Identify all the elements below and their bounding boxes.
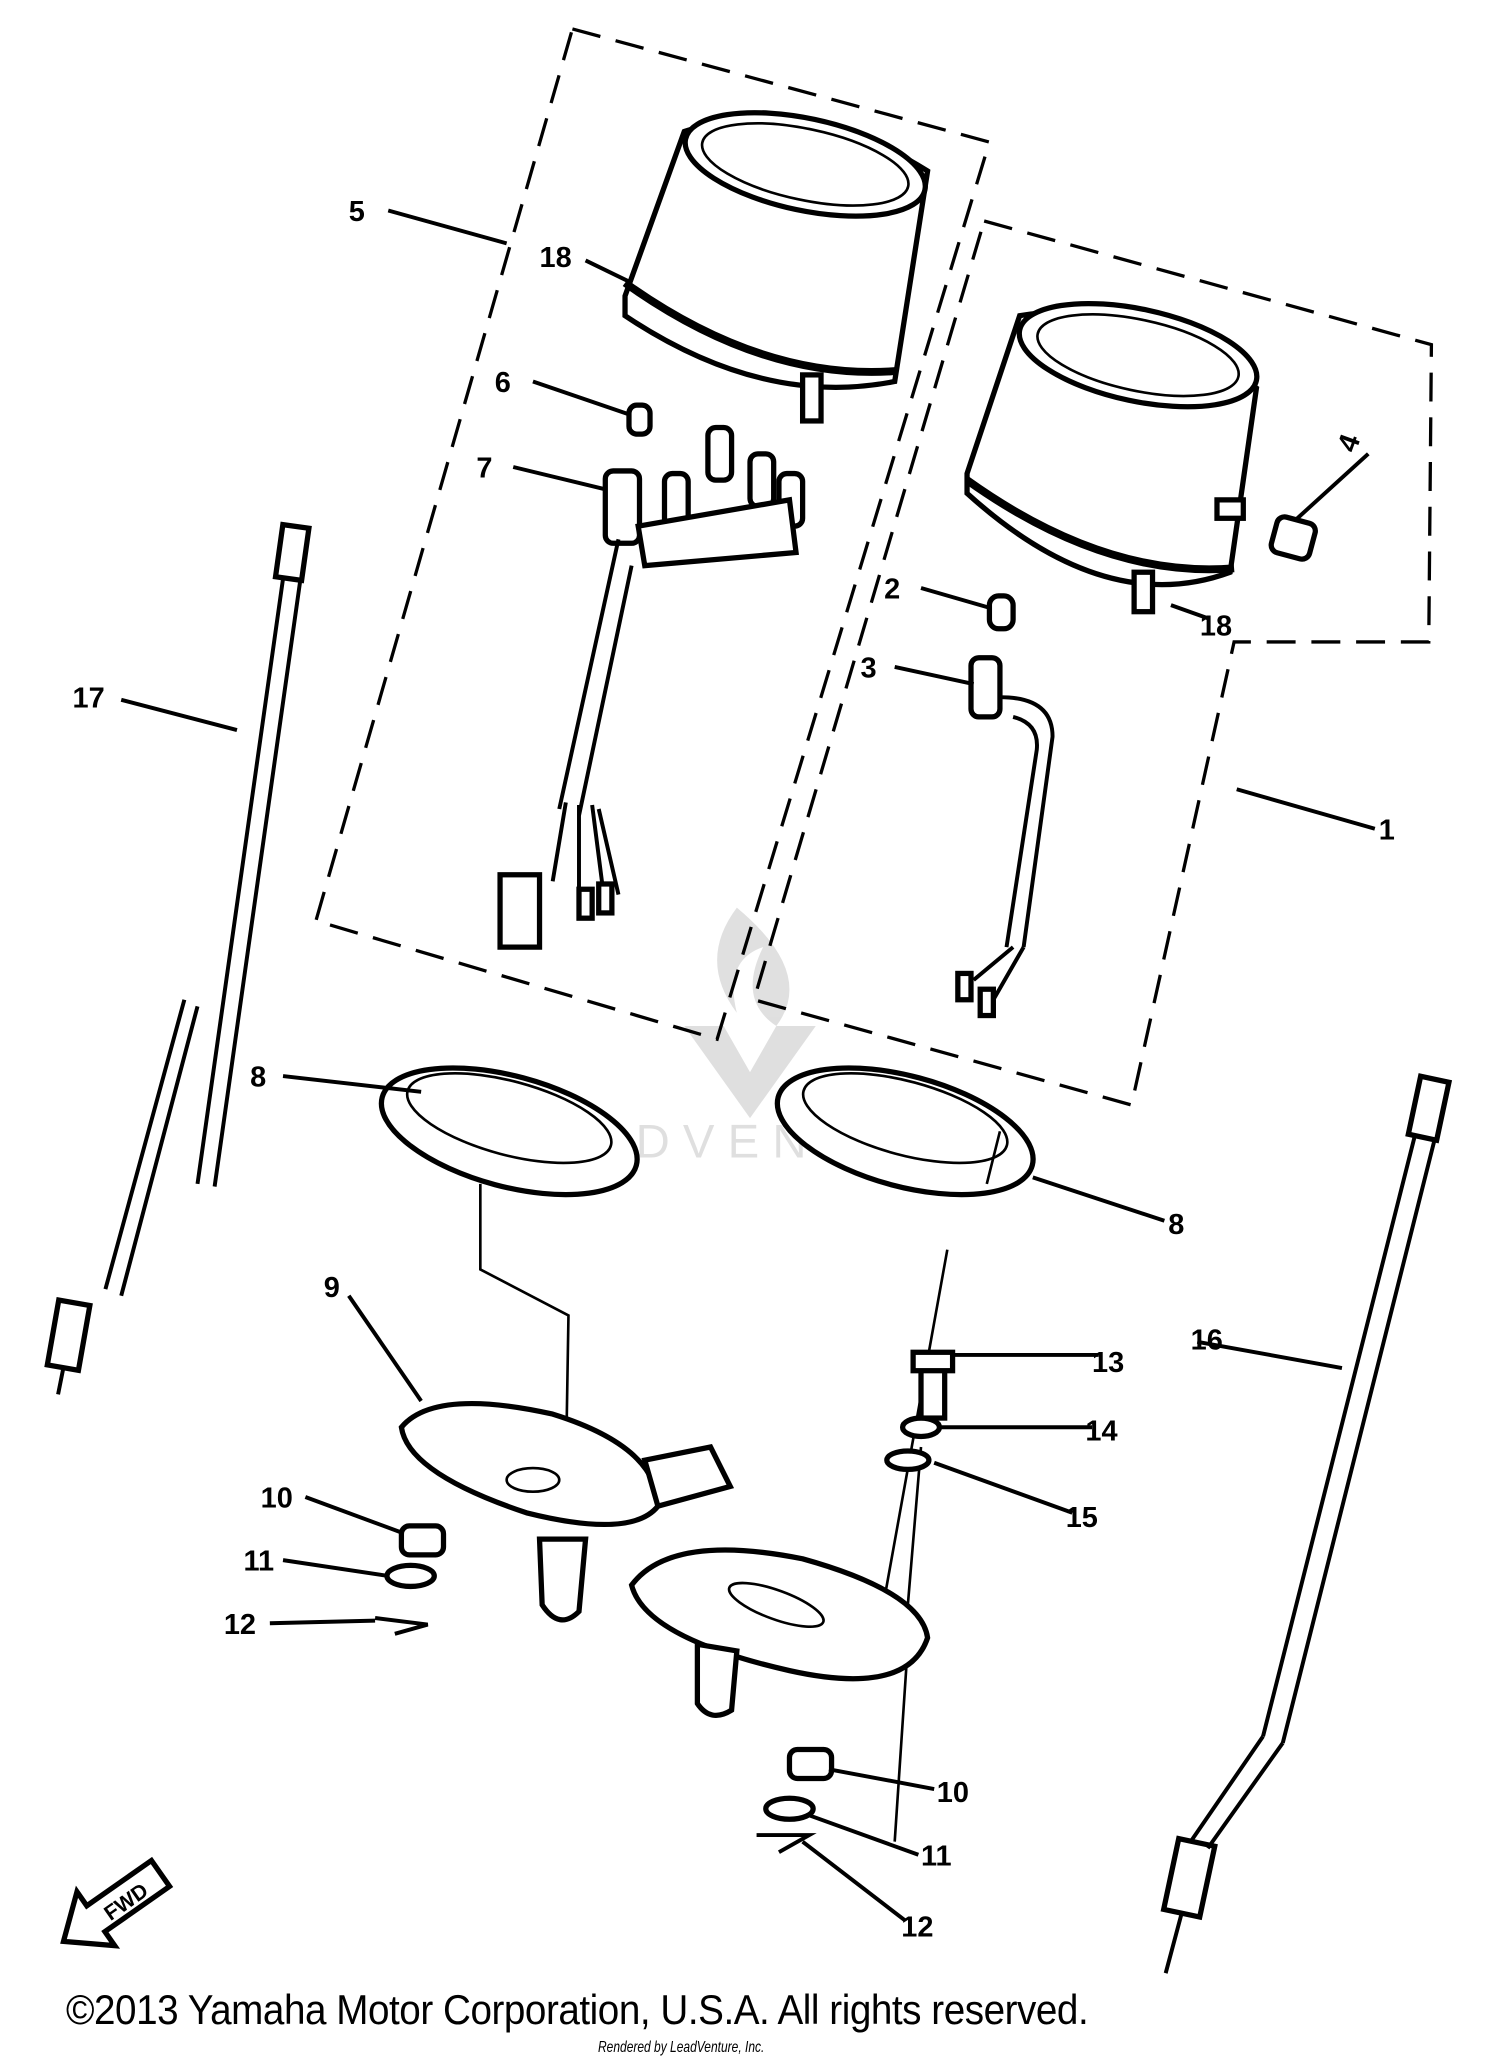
speedometer-gauge (964, 300, 1260, 615)
callout-5: 5 (349, 196, 365, 228)
tachometer-wiring-harness (497, 402, 806, 950)
callout-7: 7 (476, 453, 492, 485)
callout-18-left: 18 (540, 242, 572, 274)
plain-washer (884, 1448, 932, 1472)
tachometer-gauge (622, 110, 931, 424)
reset-knob (1268, 514, 1318, 562)
callout-4: 4 (1332, 430, 1368, 456)
gauge-cushion-right (774, 1065, 1036, 1198)
callout-3: 3 (860, 652, 876, 684)
forward-arrow: FWD (60, 1856, 174, 1949)
copyright-notice: ©2013 Yamaha Motor Corporation, U.S.A. A… (66, 1986, 1089, 2033)
speedometer-cable (1160, 1073, 1453, 1974)
tachometer-assembly-boundary (313, 26, 992, 1042)
callout-9: 9 (324, 1272, 340, 1304)
callout-11-left: 11 (244, 1546, 275, 1578)
washer-right (763, 1795, 816, 1822)
meter-bracket (398, 1400, 931, 1718)
callout-2: 2 (884, 574, 900, 606)
nut-clip-left (374, 1616, 429, 1636)
tachometer-cable (44, 521, 312, 1395)
nut-clip-right (756, 1833, 817, 1854)
callout-6: 6 (495, 367, 511, 399)
washer-left (384, 1562, 437, 1590)
callout-15: 15 (1066, 1502, 1098, 1534)
grommet-left (398, 1523, 447, 1558)
speedometer-assembly-boundary (751, 218, 1434, 1108)
callout-1: 1 (1379, 814, 1395, 846)
callout-16: 16 (1191, 1325, 1223, 1357)
callout-12-right: 12 (901, 1911, 933, 1943)
callout-17: 17 (73, 683, 105, 715)
callout-12-left: 12 (224, 1609, 256, 1641)
leader-lines (120, 208, 1376, 1923)
callout-10-left: 10 (261, 1483, 293, 1515)
callout-8-right: 8 (1168, 1209, 1184, 1241)
grommet-right (786, 1746, 835, 1782)
callout-8-left: 8 (250, 1062, 266, 1094)
gauge-cushion-left (378, 1065, 640, 1198)
callout-14: 14 (1085, 1415, 1117, 1447)
callout-18-right: 18 (1200, 610, 1232, 642)
callout-11-right: 11 (921, 1840, 952, 1872)
rendered-by-notice: Rendered by LeadVenture, Inc. (598, 2039, 765, 2056)
speedometer-wiring-harness (955, 593, 1055, 1019)
lock-washer (899, 1415, 943, 1440)
callout-13: 13 (1092, 1347, 1124, 1379)
callout-10-right: 10 (937, 1777, 969, 1809)
